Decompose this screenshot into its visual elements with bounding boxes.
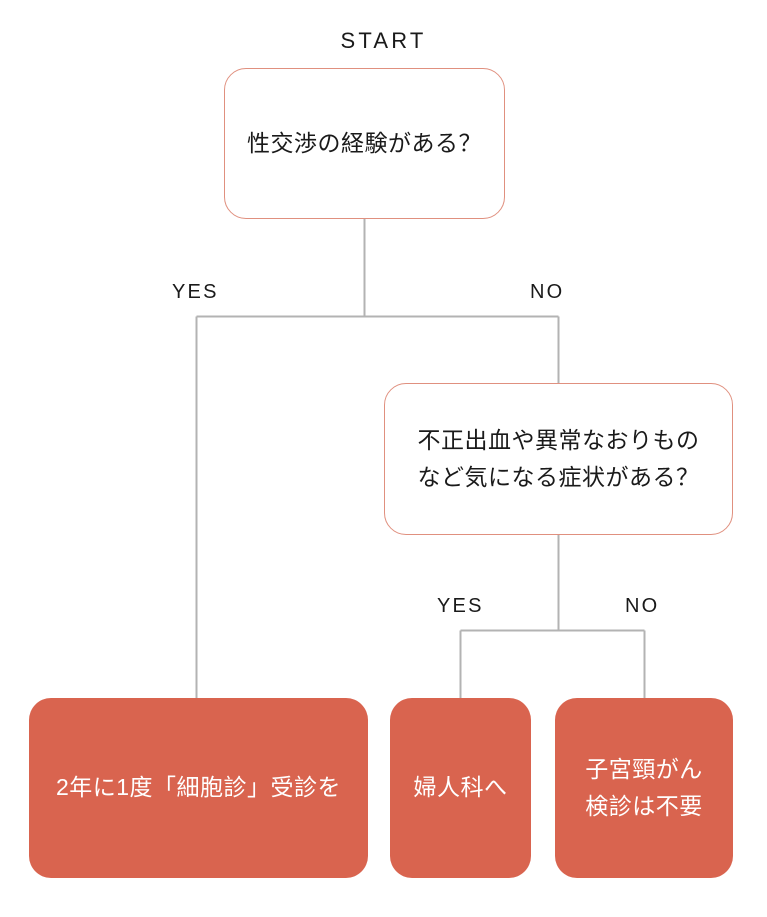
edge-label-q2-yes: YES [437,595,484,617]
question-node-text: 性交渉の経験がある？ [247,129,482,156]
edge-label-q1-yes: YES [172,281,219,303]
start-label: START [340,28,427,53]
question-node-text: 不正出血や異常なおりもの など気になる症状がある？ [417,426,700,490]
question-node-symptoms[interactable]: 不正出血や異常なおりもの など気になる症状がある？ [384,383,733,535]
question-node-sexual-experience[interactable]: 性交渉の経験がある？ [224,68,505,219]
result-node-text: 婦人科へ [413,774,508,801]
edge-label-q1-no: NO [530,281,565,303]
result-node-screening-not-needed[interactable]: 子宮頸がん 検診は不要 [555,698,733,878]
result-node-cytology-every-two-years[interactable]: 2年に1度「細胞診」受診を [29,698,368,878]
edge-label-q2-no: NO [625,595,660,617]
result-node-text: 子宮頸がん 検診は不要 [585,755,703,819]
result-node-visit-gynecology[interactable]: 婦人科へ [390,698,531,878]
result-node-text: 2年に1度「細胞診」受診を [55,774,342,801]
